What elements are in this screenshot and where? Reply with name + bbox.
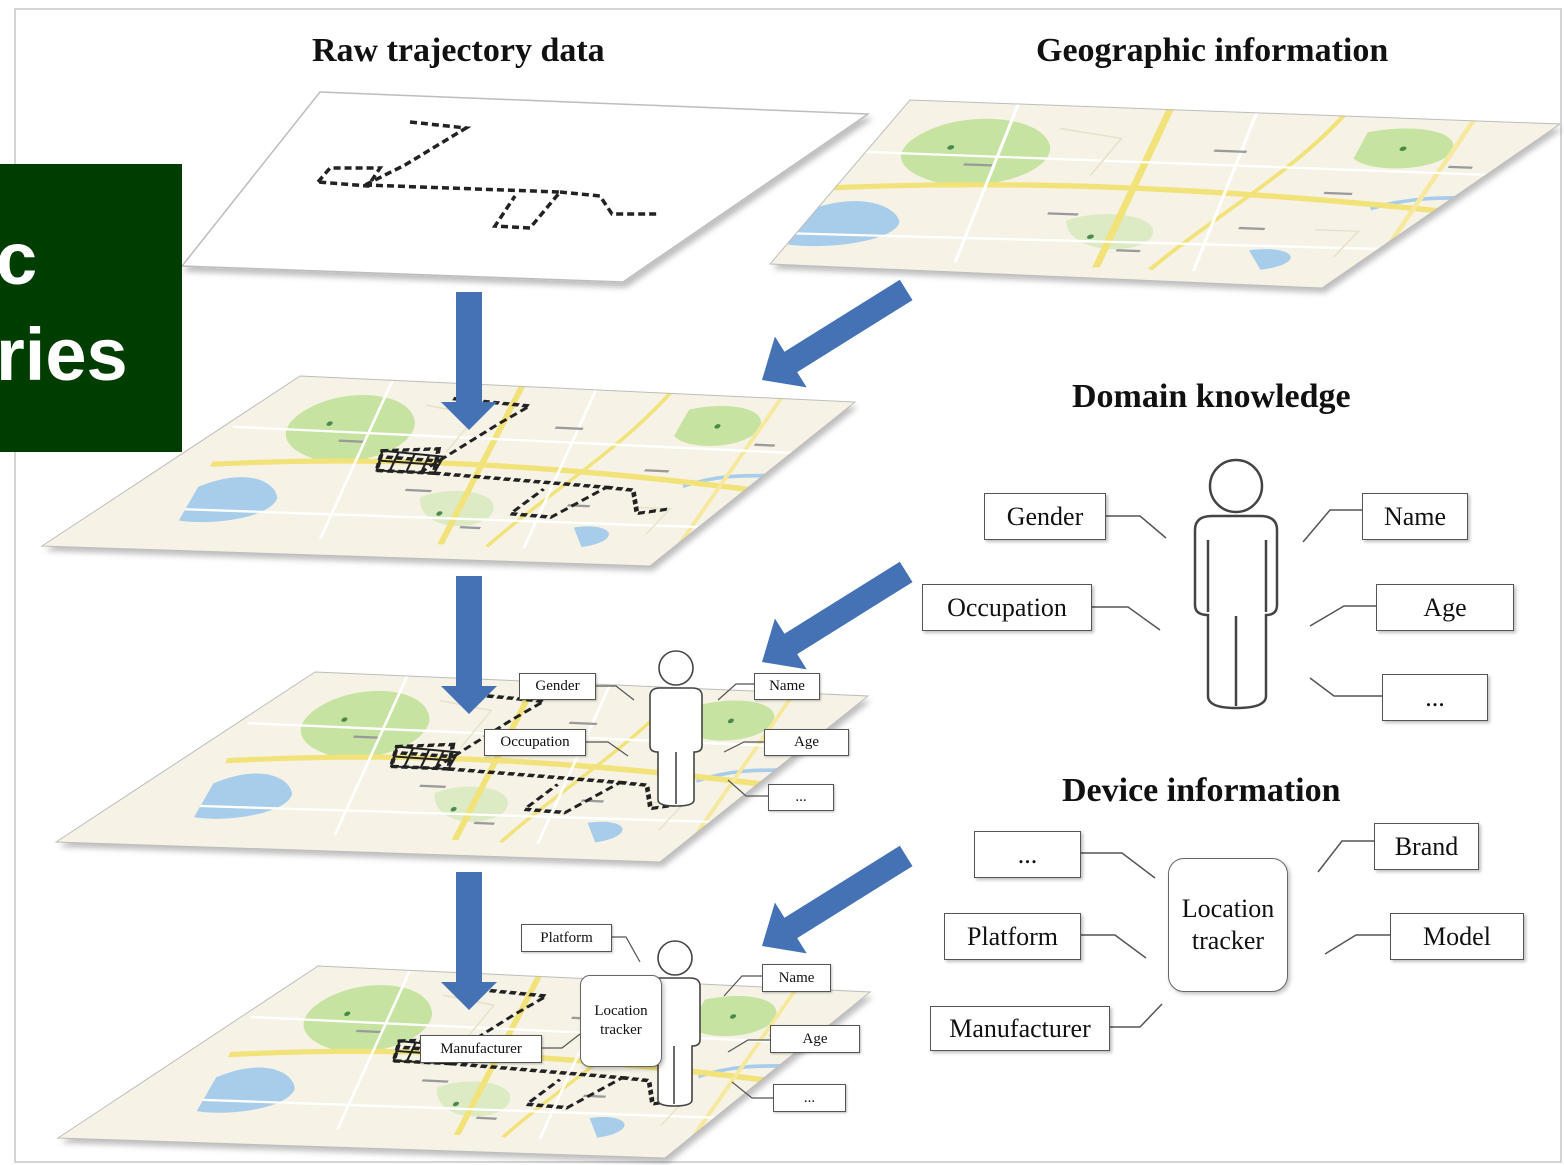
- occupation-label: Occupation: [484, 729, 586, 756]
- down-arrow-icon: [441, 292, 497, 430]
- person-icon: [1193, 458, 1279, 710]
- age-label: Age: [1376, 584, 1514, 631]
- side-tab-line1: c: [0, 217, 38, 300]
- location-tracker-line2: tracker: [1191, 926, 1265, 955]
- device-information-title: Device information: [1062, 772, 1341, 809]
- side-tab: c ries: [0, 164, 182, 452]
- map-trajectory-layer: [40, 375, 857, 567]
- name-label: Name: [762, 964, 831, 992]
- diagonal-arrow-icon: [762, 845, 913, 954]
- location-tracker-line1: Location: [594, 1003, 648, 1020]
- gender-label: Gender: [984, 493, 1106, 540]
- more-label: ...: [1382, 674, 1488, 721]
- platform-label: Platform: [521, 924, 612, 952]
- more-label: ...: [768, 784, 834, 811]
- down-arrow-icon: [441, 576, 497, 714]
- gender-label: Gender: [519, 673, 596, 700]
- location-tracker-line2: tracker: [600, 1022, 642, 1038]
- location-tracker-line1: Location: [1181, 893, 1275, 923]
- more-label: ...: [773, 1084, 846, 1112]
- platform-label: Platform: [944, 913, 1081, 960]
- down-arrow-icon: [441, 872, 497, 1010]
- name-label: Name: [754, 673, 820, 700]
- age-label: Age: [764, 729, 849, 756]
- geographic-information-title: Geographic information: [1036, 32, 1389, 69]
- domain-knowledge-title: Domain knowledge: [1072, 378, 1351, 415]
- raw-trajectory-layer: [180, 91, 871, 283]
- manufacturer-label: Manufacturer: [930, 1006, 1110, 1051]
- name-label: Name: [1362, 493, 1468, 540]
- diagonal-arrow-icon: [762, 279, 913, 388]
- occupation-label: Occupation: [922, 584, 1092, 631]
- side-tab-line2: ries: [0, 313, 128, 396]
- brand-label: Brand: [1374, 823, 1479, 870]
- figure-frame: [14, 8, 1562, 1163]
- model-label: Model: [1390, 913, 1524, 960]
- age-label: Age: [770, 1025, 860, 1053]
- diagonal-arrow-icon: [762, 561, 913, 670]
- person-icon: [649, 940, 701, 1107]
- location-tracker-box: Location tracker: [580, 975, 662, 1067]
- location-tracker-box: Location tracker: [1168, 858, 1288, 992]
- manufacturer-label: Manufacturer: [420, 1035, 542, 1063]
- geographic-map: [768, 99, 1562, 289]
- more-label: ...: [974, 831, 1081, 878]
- person-icon: [649, 650, 703, 807]
- raw-trajectory-title: Raw trajectory data: [312, 32, 605, 69]
